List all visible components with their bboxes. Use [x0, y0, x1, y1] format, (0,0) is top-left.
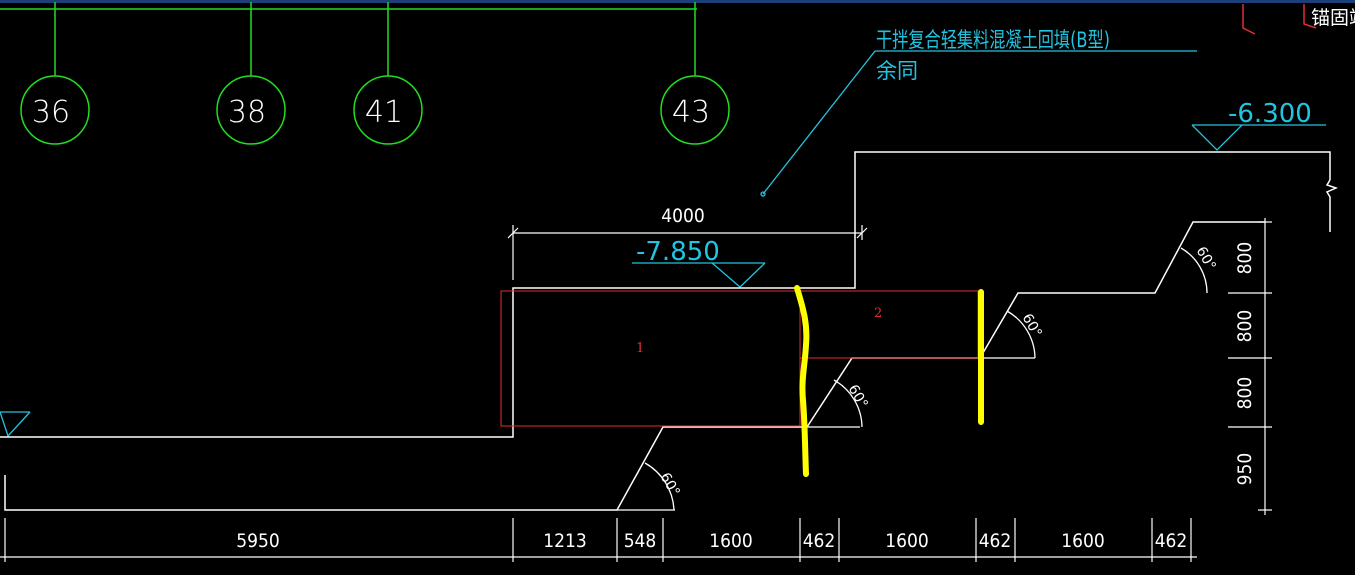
right-dimension-4: 950 — [1234, 453, 1256, 486]
bottom-dimension-4: 1600 — [709, 530, 753, 552]
highlight-stroke-1 — [794, 285, 810, 477]
top-dimension — [507, 225, 868, 280]
angle-label-2: 60° — [845, 382, 871, 412]
grid-label-36: 36 — [32, 95, 70, 130]
corner-text: 锚固端 — [1311, 7, 1355, 29]
region-label-1: 1 — [636, 341, 644, 356]
bottom-dimension-8: 1600 — [1061, 530, 1105, 552]
bottom-dimension-7: 462 — [979, 530, 1012, 552]
angle-arc-2 — [833, 379, 863, 428]
leader-line — [762, 50, 876, 195]
leader-annotation — [760, 50, 1197, 197]
grid-bubble-43 — [660, 75, 730, 145]
right-dimension-2: 800 — [1234, 310, 1256, 343]
angle-arcs — [617, 247, 1208, 511]
angle-arc-4 — [1180, 247, 1208, 294]
angle-arc-3 — [1006, 310, 1036, 359]
angle-label-3: 60° — [1019, 311, 1045, 341]
corner-red-mark-2 — [1303, 4, 1317, 29]
elevation-lower-label: -7.850 — [636, 237, 720, 267]
highlight-marks — [794, 285, 984, 477]
bottom-dimension-chain — [0, 518, 1197, 562]
grid-label-43: 43 — [672, 95, 710, 130]
region-label-2: 2 — [874, 306, 882, 321]
bottom-dimension-5: 462 — [803, 530, 836, 552]
bottom-dimension-3: 548 — [624, 530, 657, 552]
region-box-2[interactable] — [799, 290, 979, 359]
annotation-line-1: 干拌复合轻集料混凝土回填(B型) — [876, 28, 1110, 52]
elevation-marker-upper — [1191, 124, 1326, 151]
region-boxes — [500, 290, 979, 427]
annotation-line-2: 余同 — [876, 59, 918, 83]
corner-marks — [1242, 4, 1317, 35]
right-dimension-chain — [1228, 218, 1272, 515]
angle-arc-1 — [644, 462, 675, 511]
window-title-bar — [0, 0, 1355, 3]
corner-red-mark-1 — [1242, 4, 1256, 35]
bottom-dimension-9: 462 — [1155, 530, 1188, 552]
angle-label-1: 60° — [657, 470, 683, 500]
bottom-dimension-2: 1213 — [543, 530, 587, 552]
grid-axes — [0, 2, 730, 145]
grid-bubble-36 — [20, 75, 90, 145]
grid-bubble-38 — [216, 75, 286, 145]
right-dimension-3: 800 — [1234, 377, 1256, 410]
leader-dot — [760, 191, 766, 197]
break-mark — [1325, 179, 1339, 232]
elevation-upper-label: -6.300 — [1228, 99, 1312, 129]
top-dimension-label: 4000 — [661, 205, 705, 227]
bottom-dimension-1: 5950 — [236, 530, 280, 552]
right-dimension-1: 800 — [1234, 242, 1256, 275]
elevation-marker-lower — [632, 262, 766, 288]
grid-label-38: 38 — [228, 95, 266, 130]
slab-top-line — [0, 151, 1331, 438]
elevation-marker-left — [0, 411, 31, 438]
bottom-dimension-6: 1600 — [885, 530, 929, 552]
angle-label-4: 60° — [1193, 244, 1219, 274]
grid-bubble-41 — [353, 75, 423, 145]
grid-label-41: 41 — [365, 95, 403, 130]
region-box-1[interactable] — [500, 290, 801, 427]
excavation-step-line — [4, 221, 1265, 511]
